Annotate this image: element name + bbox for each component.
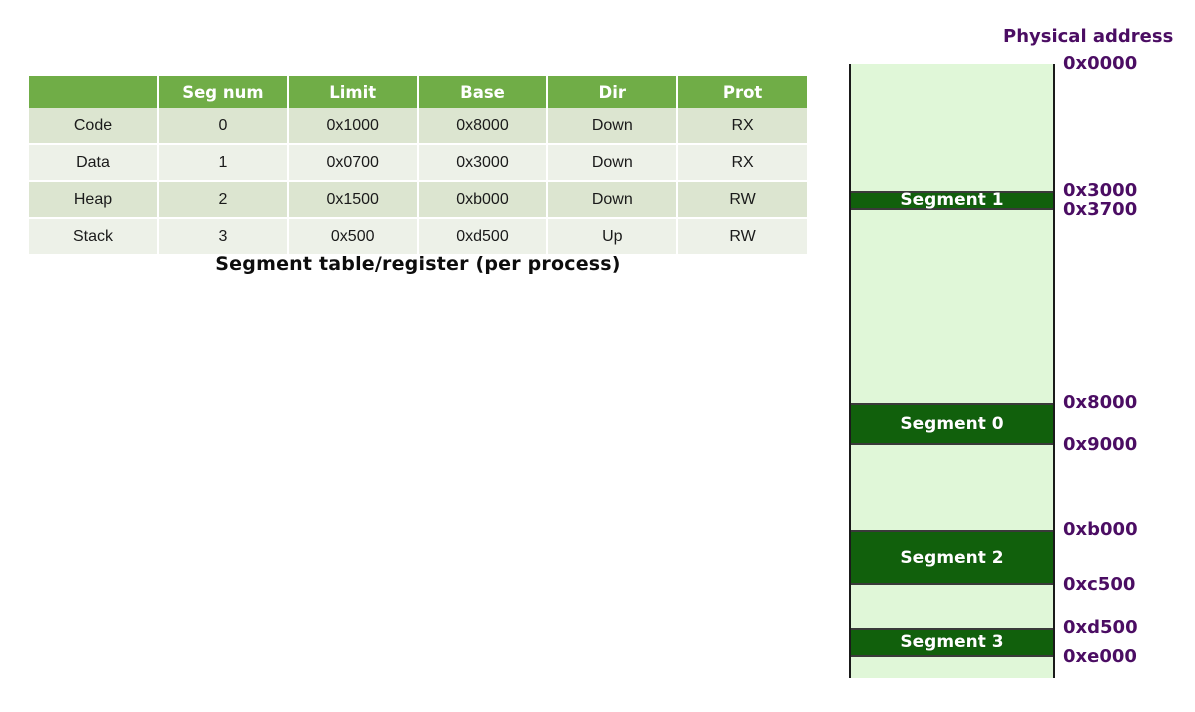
cell-segment-name: Stack: [29, 218, 159, 256]
memory-band-free: [851, 656, 1053, 678]
address-label: 0x8000: [1063, 391, 1138, 413]
memory-band-segment-0: Segment 0: [851, 402, 1053, 446]
cell-dir: Up: [547, 218, 679, 256]
cell-seg-num: 0: [158, 108, 289, 145]
memory-band-segment-3: Segment 3: [851, 627, 1053, 657]
address-label: 0x3000: [1063, 180, 1138, 202]
address-label: 0xb000: [1063, 518, 1138, 540]
cell-dir: Down: [547, 144, 679, 182]
memory-band-segment-1: Segment 1: [851, 190, 1053, 211]
cell-prot: RX: [677, 108, 807, 145]
cell-dir: Down: [547, 108, 679, 145]
cell-limit: 0x1000: [287, 108, 419, 145]
table-header-row: Seg num Limit Base Dir Prot: [29, 76, 807, 108]
column-header-dir: Dir: [547, 76, 679, 108]
column-header-prot: Prot: [677, 76, 807, 108]
cell-segment-name: Code: [29, 108, 159, 145]
cell-seg-num: 1: [158, 144, 289, 182]
cell-base: 0xb000: [417, 181, 549, 219]
cell-segment-name: Heap: [29, 181, 159, 219]
address-label: 0x0000: [1063, 53, 1138, 74]
cell-dir: Down: [547, 181, 679, 219]
column-header-base: Base: [417, 76, 549, 108]
address-label: 0xe000: [1063, 645, 1137, 667]
column-header-limit: Limit: [287, 76, 419, 108]
cell-base: 0xd500: [417, 218, 549, 256]
segment-label: Segment 1: [900, 190, 1004, 211]
cell-base: 0x3000: [417, 144, 549, 182]
physical-memory-map: Segment 1 Segment 0 Segment 2 Segment 3: [849, 64, 1055, 678]
cell-prot: RX: [677, 144, 807, 182]
memory-band-segment-2: Segment 2: [851, 529, 1053, 586]
column-header-blank: [29, 76, 159, 108]
memory-band-free: [851, 585, 1053, 628]
cell-seg-num: 3: [158, 218, 289, 256]
column-header-seg-num: Seg num: [158, 76, 289, 108]
cell-limit: 0x1500: [287, 181, 419, 219]
address-label: 0xc500: [1063, 574, 1136, 596]
memory-band-free: [851, 209, 1053, 403]
segment-label: Segment 2: [900, 547, 1004, 568]
cell-limit: 0x0700: [287, 144, 419, 182]
segment-label: Segment 0: [900, 413, 1004, 434]
memory-band-free: [851, 64, 1053, 192]
address-label: 0xd500: [1063, 616, 1138, 638]
address-label: 0x3700: [1063, 198, 1138, 220]
table-caption: Segment table/register (per process): [215, 253, 621, 275]
physical-address-header: Physical address: [1003, 26, 1174, 47]
cell-prot: RW: [677, 181, 807, 219]
cell-limit: 0x500: [287, 218, 419, 256]
memory-band-free: [851, 445, 1053, 530]
cell-segment-name: Data: [29, 144, 159, 182]
address-label: 0x9000: [1063, 434, 1138, 456]
cell-seg-num: 2: [158, 181, 289, 219]
segment-label: Segment 3: [900, 632, 1004, 653]
cell-base: 0x8000: [417, 108, 549, 145]
cell-prot: RW: [677, 218, 807, 256]
